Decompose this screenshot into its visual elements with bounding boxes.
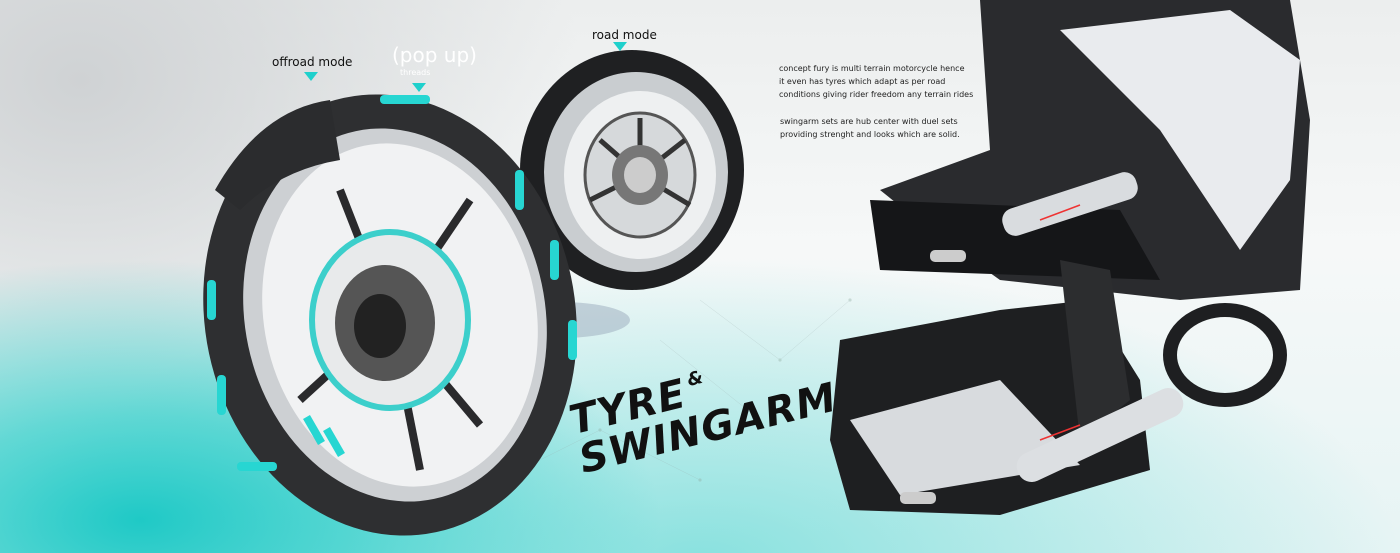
road-mode-wheel bbox=[520, 50, 744, 290]
description-line: it even has tyres which adapt as per roa… bbox=[779, 77, 946, 86]
description-line: conditions giving rider freedom any terr… bbox=[779, 90, 974, 99]
description-paragraph-2: swingarm sets are hub center with duel s… bbox=[780, 115, 960, 141]
threads-label: threads bbox=[400, 68, 431, 77]
pop-up-label: (pop up) bbox=[392, 43, 477, 67]
offroad-mode-label: offroad mode bbox=[272, 55, 353, 69]
threads-pointer bbox=[412, 83, 426, 92]
road-mode-pointer bbox=[613, 42, 627, 51]
title-ampersand: & bbox=[684, 366, 707, 391]
swingarm-lower bbox=[830, 260, 1287, 515]
road-mode-label: road mode bbox=[592, 28, 657, 42]
description-line: providing strenght and looks which are s… bbox=[780, 130, 960, 139]
offroad-mode-wheel bbox=[203, 94, 577, 536]
swingarm-upper bbox=[870, 0, 1310, 300]
mudguard bbox=[215, 100, 340, 210]
offroad-mode-pointer bbox=[304, 72, 318, 81]
description-line: concept fury is multi terrain motorcycle… bbox=[779, 64, 965, 73]
description-paragraph-1: concept fury is multi terrain motorcycle… bbox=[779, 62, 973, 101]
description-line: swingarm sets are hub center with duel s… bbox=[780, 117, 958, 126]
